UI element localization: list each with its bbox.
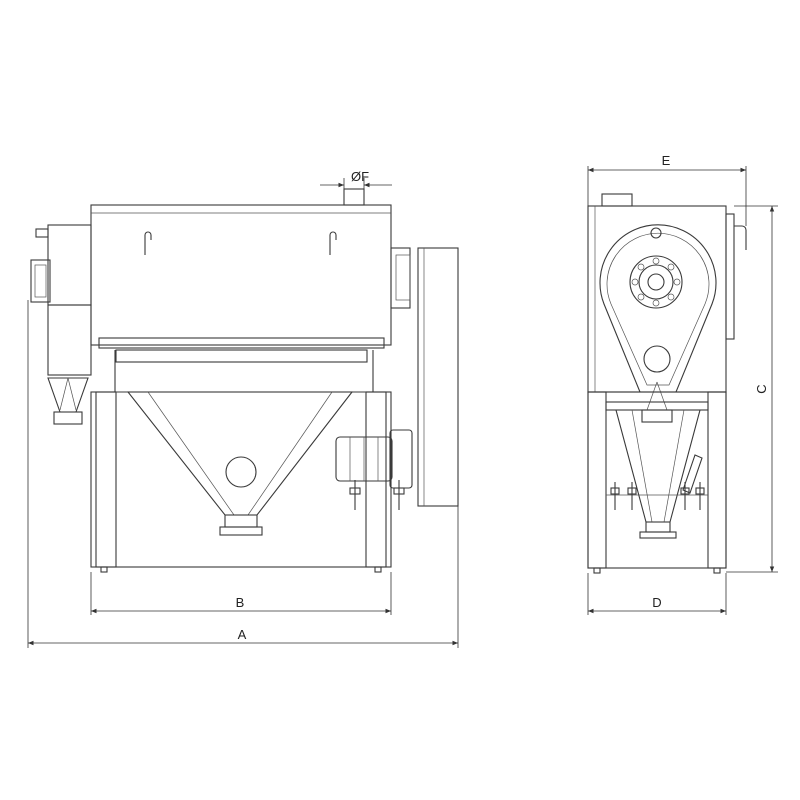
front-view (30, 188, 459, 573)
dimension-B: B (90, 572, 392, 615)
dimension-A-label: A (238, 627, 247, 642)
dimension-D: D (587, 573, 727, 615)
side-view (587, 193, 747, 574)
dimension-E: E (587, 153, 747, 226)
dimension-F-label: ØF (351, 169, 369, 184)
dimension-D-label: D (652, 595, 661, 610)
dimension-C: C (726, 205, 778, 573)
dimension-F: ØF (320, 169, 392, 189)
dimension-A: A (27, 300, 459, 648)
motor-bolts (349, 480, 405, 510)
dimension-C-label: C (754, 384, 769, 393)
dimension-B-label: B (236, 595, 245, 610)
dimension-E-label: E (662, 153, 671, 168)
